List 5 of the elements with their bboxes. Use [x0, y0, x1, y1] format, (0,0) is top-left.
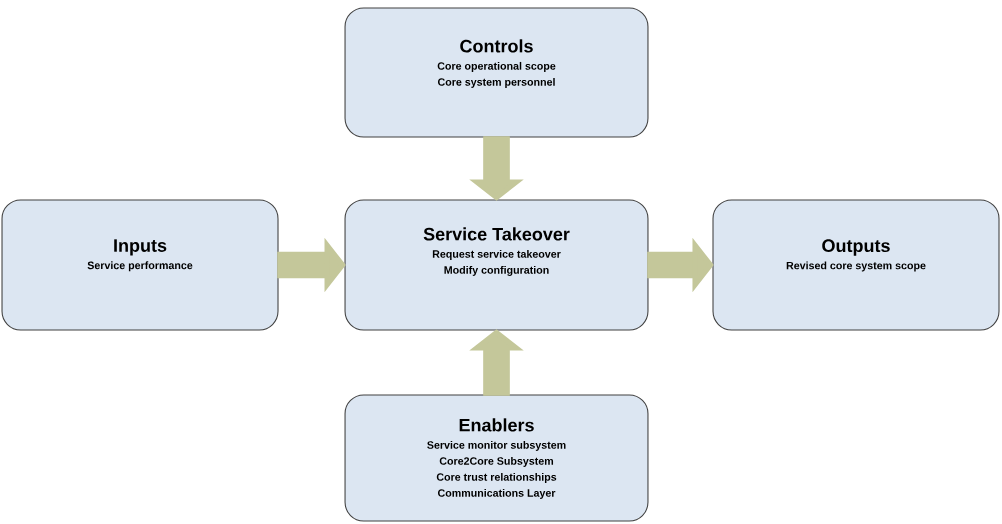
process-box: Enablers Service monitor subsystem Core2Core Subsystem Core trust relationships Communications Layer [344, 394, 649, 522]
process-box: Inputs Service performance [1, 199, 279, 331]
process-box: Controls Core operational scope Core system personnel [344, 7, 649, 138]
process-box: Service Takeover Request service takeover Modify configuration [344, 199, 649, 331]
process-box: Outputs Revised core system scope [712, 199, 1000, 331]
